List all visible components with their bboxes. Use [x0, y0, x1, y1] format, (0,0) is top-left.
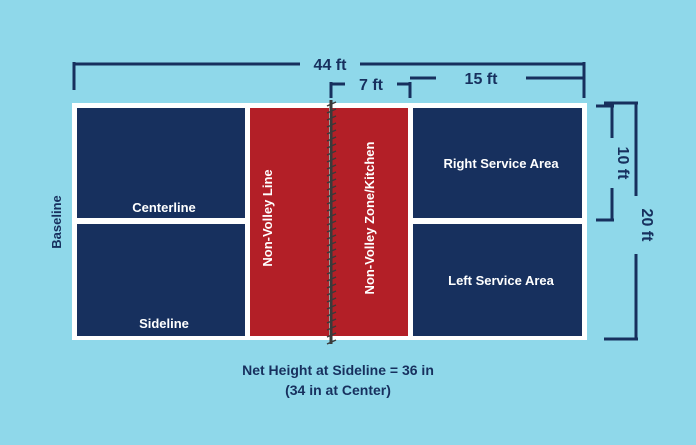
net-hatch-mark — [326, 283, 337, 289]
net-hatch-mark — [326, 192, 337, 198]
net-hatch-mark — [326, 227, 337, 233]
right-service-box — [413, 108, 582, 218]
non-volley-zone-label: Non-Volley Zone/Kitchen — [362, 142, 377, 295]
net-hatch-mark — [326, 339, 337, 345]
right-service-area-label: Right Service Area — [443, 156, 559, 171]
left-service-area-label: Left Service Area — [448, 273, 555, 288]
left-service-box — [413, 224, 582, 336]
net-hatch-mark — [326, 255, 337, 261]
net-hatch-mark — [326, 122, 337, 128]
net-hatch-mark — [326, 241, 337, 247]
net-hatch-mark — [326, 206, 337, 212]
dimension-7ft-15ft — [329, 76, 586, 98]
dimension-7ft-label: 7 ft — [359, 77, 384, 94]
dimension-44ft — [72, 62, 586, 90]
net-hatch-mark — [326, 178, 337, 184]
net-hatch-mark — [326, 325, 337, 331]
net-hatch-mark — [326, 101, 337, 107]
left-court-lower-box — [77, 224, 245, 336]
dimension-44ft-label: 44 ft — [314, 57, 348, 74]
net-hatch-mark — [326, 311, 337, 317]
net-hatch-mark — [326, 143, 337, 149]
net-hatch-mark — [326, 136, 337, 142]
net-hatch-mark — [326, 262, 337, 268]
net-height-note-line2: (34 in at Center) — [285, 382, 391, 398]
dimension-20ft-label: 20 ft — [638, 209, 655, 243]
net-hatch-mark — [326, 269, 337, 275]
sideline-label: Sideline — [139, 316, 189, 331]
centerline-label: Centerline — [132, 200, 196, 215]
net-hatch-mark — [326, 290, 337, 296]
left-court-upper-box — [77, 108, 245, 218]
dimension-10ft-label: 10 ft — [614, 147, 631, 181]
non-volley-line-label: Non-Volley Line — [260, 169, 275, 266]
net-hatch-mark — [326, 213, 337, 219]
net-hatch-mark — [326, 276, 337, 282]
dimension-10ft — [596, 104, 614, 222]
baseline-label: Baseline — [49, 195, 64, 248]
net-hatch-mark — [326, 171, 337, 177]
dimension-15ft-label: 15 ft — [465, 71, 499, 88]
net-hatch-mark — [326, 304, 337, 310]
net-hatch-mark — [326, 150, 337, 156]
net-hatch-mark — [326, 129, 337, 135]
net-hatch-mark — [326, 297, 337, 303]
net-hatch-mark — [326, 220, 337, 226]
net-hatch-mark — [326, 185, 337, 191]
net — [326, 100, 337, 345]
net-hatch-mark — [326, 248, 337, 254]
net-height-note-line1: Net Height at Sideline = 36 in — [242, 362, 434, 378]
net-hatch-mark — [326, 318, 337, 324]
net-hatch-mark — [326, 199, 337, 205]
net-hatch-mark — [326, 108, 337, 114]
net-hatch-mark — [326, 164, 337, 170]
net-hatch-mark — [326, 332, 337, 338]
dimension-20ft — [604, 101, 638, 341]
net-hatch-mark — [326, 115, 337, 121]
right-kitchen — [332, 108, 408, 336]
net-hatch-mark — [326, 157, 337, 163]
left-kitchen — [250, 108, 329, 336]
net-hatch-mark — [326, 234, 337, 240]
